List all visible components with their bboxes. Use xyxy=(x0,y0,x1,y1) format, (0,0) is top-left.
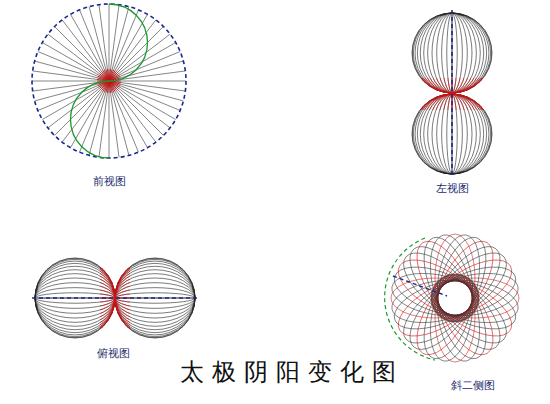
radial-line-red xyxy=(107,69,109,81)
radial-line xyxy=(32,81,109,82)
radial-line xyxy=(109,81,186,82)
front-view xyxy=(32,4,186,158)
radial-line xyxy=(109,4,110,81)
radial-line xyxy=(109,81,163,135)
radial-line xyxy=(109,81,129,155)
radial-line xyxy=(55,81,109,135)
radial-line xyxy=(99,5,109,81)
section-ellipse xyxy=(420,94,483,174)
radial-line xyxy=(55,27,109,81)
radial-line xyxy=(109,14,148,81)
radial-line xyxy=(71,14,110,81)
section-ellipse xyxy=(415,94,489,174)
section-ellipse xyxy=(412,94,491,174)
section-ellipse xyxy=(417,94,486,174)
rotation-ellipse xyxy=(424,242,517,329)
section-ellipse xyxy=(424,94,481,174)
radial-line xyxy=(109,7,129,81)
axis-line xyxy=(451,10,453,177)
section-ellipse xyxy=(432,94,472,174)
radial-line-red xyxy=(106,69,109,81)
view-label: 左视图 xyxy=(436,181,469,196)
radial-line xyxy=(109,27,163,81)
axis-line xyxy=(32,297,198,299)
outer-circle xyxy=(32,4,186,158)
view-label: 斜二侧图 xyxy=(451,378,495,393)
section-ellipse xyxy=(452,94,453,174)
view-label: 前视图 xyxy=(93,174,126,189)
radial-line xyxy=(109,81,148,148)
view-label: 俯视图 xyxy=(97,346,130,361)
green-arc xyxy=(385,238,435,360)
section-ellipse xyxy=(442,94,463,174)
section-ellipse xyxy=(447,94,457,174)
radial-line xyxy=(109,81,176,120)
radial-line xyxy=(89,81,109,155)
section-ellipse xyxy=(437,94,468,174)
radial-line xyxy=(109,81,119,157)
rotation-ellipse xyxy=(426,257,522,325)
radial-line xyxy=(42,43,109,82)
radial-line xyxy=(71,81,110,148)
radial-line xyxy=(89,7,109,81)
title: 太极阴阳变化图 xyxy=(180,356,404,388)
radial-line xyxy=(109,81,110,158)
radial-line xyxy=(35,61,109,81)
radial-line-red xyxy=(109,81,114,92)
section-ellipse xyxy=(412,94,492,174)
radial-line xyxy=(109,81,183,101)
radial-line-red xyxy=(109,81,112,93)
section-ellipse xyxy=(428,94,477,174)
axis-line xyxy=(393,276,447,296)
radial-line xyxy=(35,81,109,101)
yin-yang-curve xyxy=(71,4,148,158)
radial-line xyxy=(109,61,183,81)
oblique-view xyxy=(385,231,522,365)
radial-line-red xyxy=(109,81,111,93)
radial-line-red xyxy=(104,70,109,81)
left-view xyxy=(412,10,492,177)
section-ellipse xyxy=(413,94,490,174)
top-view xyxy=(32,258,198,338)
